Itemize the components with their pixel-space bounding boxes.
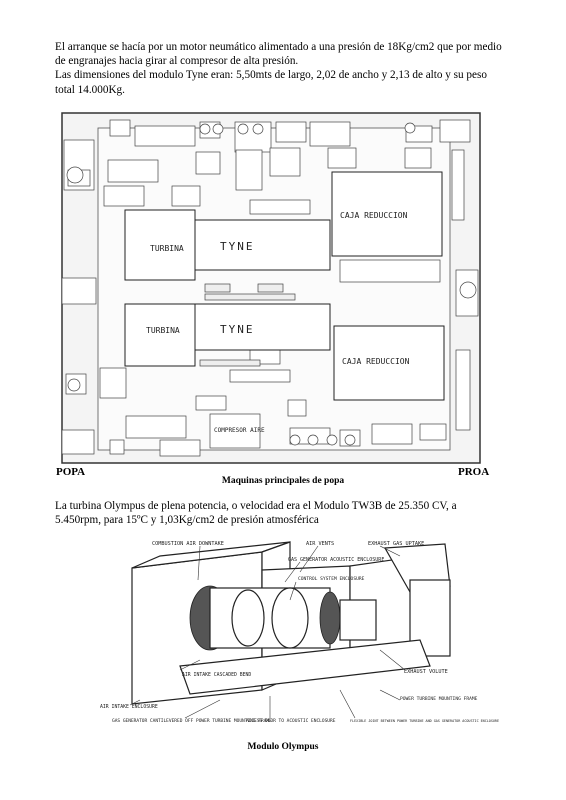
lbl-power-turbine-frame: POWER TURBINE MOUNTING FRAME (400, 696, 478, 702)
plan-caption: Maquinas principales de popa (221, 476, 345, 486)
plan-tyne-lower: TYNE (220, 323, 255, 336)
lbl-combustion-air: COMBUSTION AIR DOWNTAKE (152, 541, 224, 547)
plan-circles (66, 122, 477, 446)
plan-compresor-aire: COMPRESOR AIRE (214, 427, 265, 434)
olympus-engine-core (189, 585, 377, 651)
intro-line-1: El arranque se hacía por un motor neumát… (55, 41, 502, 53)
olympus-paragraph: La turbina Olympus de plena potencia, o … (55, 499, 525, 527)
plan-tyne-upper: TYNE (220, 240, 255, 253)
lbl-air-intake-enclosure: AIR INTAKE ENCLOSURE (100, 704, 158, 710)
olympus-line-2: 5.450rpm, para 15ºC y 1,03Kg/cm2 de pres… (55, 514, 319, 527)
lbl-exhaust-uptake: EXHAUST GAS UPTAKE (368, 541, 424, 547)
olympus-leaders (129, 545, 406, 719)
intro-paragraph: El arranque se hacía por un motor neumát… (55, 40, 525, 97)
plan-turbina-upper: TURBINA (150, 244, 184, 253)
plan-turbina-lower: TURBINA (146, 326, 180, 335)
intro-line-2: de engranajes hacia girar al compresor d… (55, 55, 299, 68)
plan-caja-upper: CAJA REDUCCION (340, 211, 408, 220)
plan-caja-lower: CAJA REDUCCION (342, 357, 410, 366)
lbl-air-vents: AIR VENTS (306, 541, 334, 547)
lbl-gas-gen-enclosure: GAS GENERATOR ACOUSTIC ENCLOSURE (288, 557, 384, 563)
plan-compresor-box: COMPRESOR AIRE (214, 427, 265, 434)
label-proa: PROA (458, 466, 490, 478)
olympus-caption: Modulo Olympus (247, 742, 319, 752)
plan-lower-engine: TURBINA TYNE CAJA REDUCCION (124, 303, 445, 401)
lbl-flexible-joint: FLEXIBLE JOINT BETWEEN POWER TURBINE AND… (350, 719, 499, 723)
lbl-air-intake-bend: AIR INTAKE CASCADED BEND (182, 672, 251, 678)
plan-upper-engine: TURBINA TYNE CAJA REDUCCION (124, 171, 443, 281)
intro-line-3: Las dimensiones del modulo Tyne eran: 5,… (55, 69, 487, 82)
lbl-access-door: ACCESS DOOR TO ACOUSTIC ENCLOSURE (246, 718, 336, 724)
plan-small-equipment (61, 119, 479, 457)
olympus-line-1: La turbina Olympus de plena potencia, o … (55, 500, 457, 512)
intro-line-4: total 14.000Kg. (55, 83, 125, 96)
label-popa: POPA (56, 466, 86, 478)
lbl-control-system: CONTROL SYSTEM ENCLOSURE (298, 576, 365, 582)
plan-center-strips (199, 283, 296, 367)
lbl-exhaust-volute: EXHAUST VOLUTE (404, 669, 448, 675)
lbl-gas-gen-cantilevered: GAS GENERATOR CANTILEVERED OFF POWER TUR… (112, 718, 272, 724)
